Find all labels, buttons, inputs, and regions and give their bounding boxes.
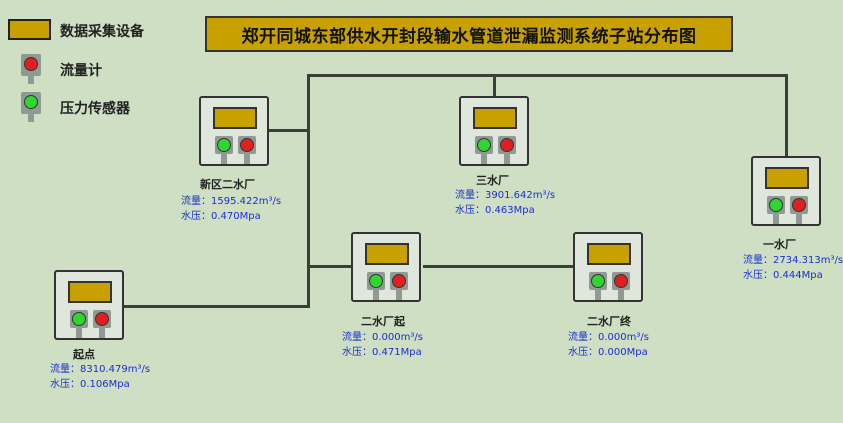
pipe-segment [307, 265, 351, 268]
station-ershui-end[interactable] [573, 232, 643, 302]
pressure-sensor-icon [475, 136, 493, 164]
station-pressure: 水压：0.106Mpa [50, 379, 130, 390]
flow-meter-icon [612, 272, 630, 300]
pressure-sensor-icon [367, 272, 385, 300]
station-name: 三水厂 [476, 174, 509, 187]
flow-meter-icon [390, 272, 408, 300]
station-name: 新区二水厂 [200, 178, 255, 191]
station-name: 起点 [73, 348, 95, 361]
station-yishui[interactable] [751, 156, 821, 226]
station-flow: 流量：0.000m³/s [342, 332, 423, 343]
pipe-segment [124, 305, 308, 308]
pressure-sensor-icon [767, 196, 785, 224]
pipe-segment [493, 74, 496, 98]
pressure-sensor-icon [215, 136, 233, 164]
station-flow: 流量：8310.479m³/s [50, 364, 151, 375]
pressure-sensor-icon [70, 310, 88, 338]
station-sanshui[interactable] [459, 96, 529, 166]
station-flow: 流量：2734.313m³/s [743, 255, 843, 266]
pipe-segment [423, 265, 573, 268]
collector-icon [365, 243, 409, 265]
flow-meter-icon [93, 310, 111, 338]
station-pressure: 水压：0.444Mpa [743, 270, 823, 281]
station-flow: 流量：0.000m³/s [568, 332, 649, 343]
legend-flow-meter-label: 流量计 [60, 63, 102, 79]
station-name: 二水厂终 [587, 315, 631, 328]
station-pressure: 水压：0.471Mpa [342, 347, 422, 358]
pipe-segment [269, 129, 309, 132]
collector-icon [68, 281, 112, 303]
collector-icon [765, 167, 809, 189]
legend-collector-icon [8, 19, 51, 40]
station-xinqu[interactable] [199, 96, 269, 166]
station-pressure: 水压：0.463Mpa [455, 205, 535, 216]
collector-icon [473, 107, 517, 129]
legend-flow-meter-icon [21, 54, 41, 84]
pipe-segment [307, 74, 310, 308]
station-name: 一水厂 [763, 238, 796, 251]
pipe-segment [307, 74, 787, 77]
flow-meter-icon [238, 136, 256, 164]
legend-collector-label: 数据采集设备 [60, 24, 144, 40]
page-title: 郑开同城东部供水开封段输水管道泄漏监测系统子站分布图 [205, 16, 733, 52]
collector-icon [213, 107, 257, 129]
station-pressure: 水压：0.000Mpa [568, 347, 648, 358]
station-name: 二水厂起 [361, 315, 405, 328]
station-pressure: 水压：0.470Mpa [181, 211, 261, 222]
pipe-segment [785, 74, 788, 158]
station-flow: 流量：3901.642m³/s [455, 190, 556, 201]
station-ershui-start[interactable] [351, 232, 421, 302]
station-flow: 流量：1595.422m³/s [181, 196, 282, 207]
legend-pressure-sensor-label: 压力传感器 [60, 101, 130, 117]
pressure-sensor-icon [589, 272, 607, 300]
collector-icon [587, 243, 631, 265]
flow-meter-icon [498, 136, 516, 164]
station-qidian[interactable] [54, 270, 124, 340]
legend-pressure-sensor-icon [21, 92, 41, 122]
flow-meter-icon [790, 196, 808, 224]
